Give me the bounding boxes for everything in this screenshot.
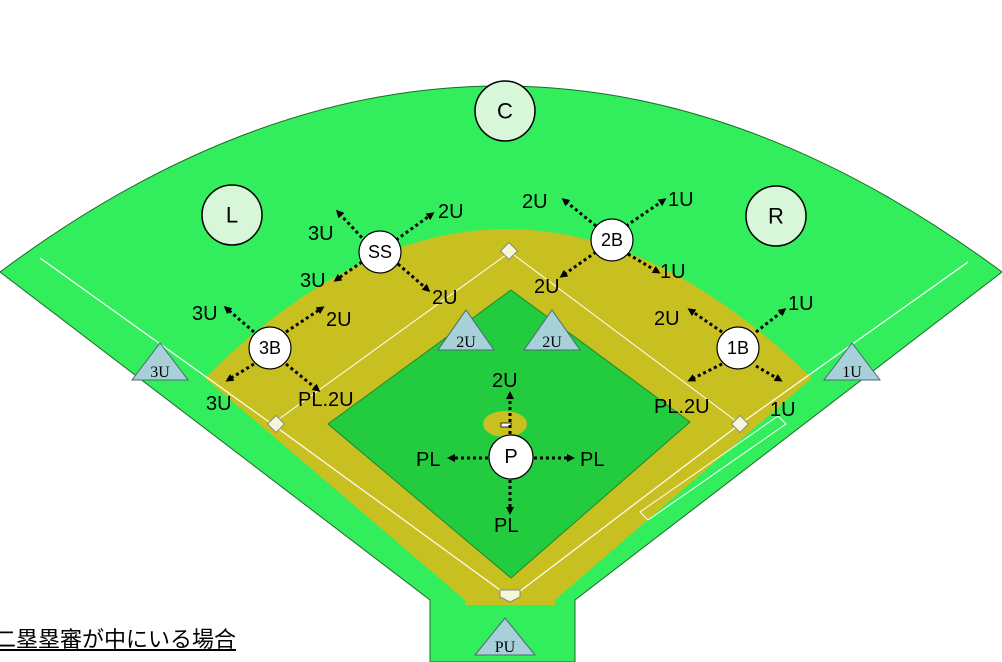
home-plate [499, 589, 521, 603]
svg-text:PU: PU [495, 639, 516, 656]
svg-text:SS: SS [368, 242, 392, 262]
label-2b-2u-top: 2U [522, 191, 548, 213]
label-3b-3u-bottom: 3U [206, 393, 232, 415]
fielder-p: P [488, 434, 534, 480]
fielder-ss: SS [358, 230, 402, 274]
label-2b-1u-bottom: 1U [660, 261, 686, 283]
svg-text:2B: 2B [601, 230, 623, 250]
label-3b-pl2u: PL.2U [298, 389, 354, 411]
svg-text:C: C [497, 99, 513, 124]
fielder-2b: 2B [590, 218, 634, 262]
fielder-1b: 1B [716, 326, 760, 370]
fielder-l: L [201, 184, 263, 246]
svg-text:1B: 1B [727, 338, 749, 358]
label-ss-3u-top: 3U [308, 223, 334, 245]
first-base [730, 414, 750, 434]
coach-box [639, 415, 787, 521]
label-2b-2u-bottom: 2U [534, 276, 560, 298]
svg-text:2U: 2U [542, 334, 562, 351]
umpire-2u-right: 2U [523, 309, 581, 351]
label-p-2u: 2U [492, 370, 518, 392]
label-1b-1u-bottom: 1U [770, 399, 796, 421]
label-p-pl-left: PL [416, 449, 440, 471]
assignment-labels: 3U 2U 3U 2U 2U 1U 2U 1U 3U 2U 3U PL.2U 2… [192, 189, 814, 537]
umpire-3u: 3U [130, 342, 190, 381]
umpire-pu: PU [473, 617, 537, 656]
fielder-r: R [745, 185, 807, 247]
svg-text:P: P [504, 446, 517, 468]
svg-text:2U: 2U [456, 334, 476, 351]
third-base [266, 414, 286, 434]
label-p-pl-right: PL [580, 449, 604, 471]
second-base [499, 241, 519, 261]
umpire-2u-left: 2U [437, 309, 495, 351]
svg-text:1U: 1U [842, 364, 862, 381]
label-p-pl-bottom: PL [494, 515, 518, 537]
label-1b-pl2u: PL.2U [654, 396, 710, 418]
svg-text:L: L [226, 203, 238, 228]
label-2b-1u-top: 1U [668, 189, 694, 211]
fielder-3b: 3B [248, 326, 292, 370]
label-1b-2u: 2U [654, 308, 680, 330]
label-ss-3u-bottom: 3U [300, 270, 326, 292]
diagram-caption: 二塁塁審が中にいる場合 [0, 628, 237, 653]
fielder-c: C [474, 80, 536, 142]
svg-text:3B: 3B [259, 338, 281, 358]
label-3b-2u-top: 2U [326, 309, 352, 331]
label-3b-3u-top: 3U [192, 303, 218, 325]
umpire-1u: 1U [822, 342, 882, 381]
movement-arrows [223, 198, 787, 515]
label-ss-2u-bottom: 2U [432, 287, 458, 309]
label-ss-2u-top: 2U [438, 201, 464, 223]
label-1b-1u-top: 1U [788, 293, 814, 315]
svg-text:R: R [768, 204, 784, 229]
svg-text:3U: 3U [150, 364, 170, 381]
